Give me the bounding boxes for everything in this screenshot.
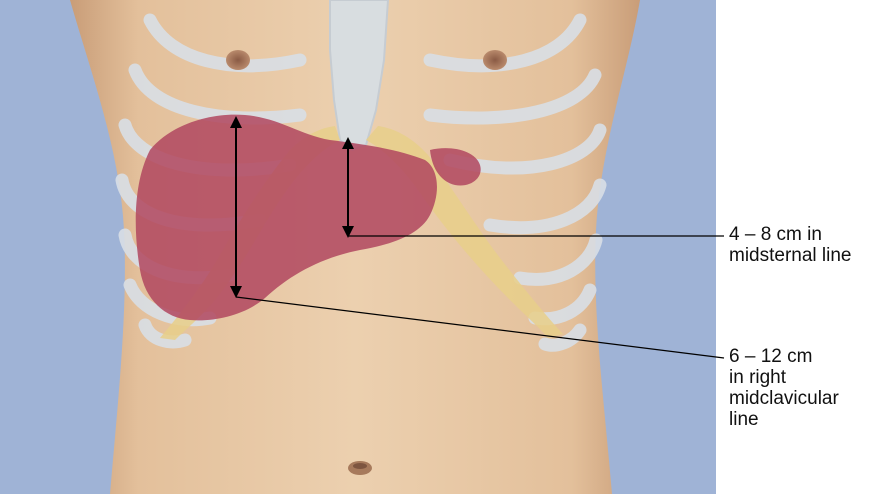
midclavicular-label-line-1: 6 – 12 cm (729, 346, 839, 367)
midclavicular-span-label: 6 – 12 cm in right midclavicular line (729, 346, 839, 430)
midsternal-label-line-1: 4 – 8 cm in (729, 224, 852, 245)
right-nipple (226, 50, 250, 70)
midsternal-span-label: 4 – 8 cm in midsternal line (729, 224, 852, 266)
midclavicular-label-line-3: midclavicular (729, 388, 839, 409)
midclavicular-label-line-4: line (729, 409, 839, 430)
midsternal-label-line-2: midsternal line (729, 245, 852, 266)
left-nipple (483, 50, 507, 70)
midclavicular-label-line-2: in right (729, 367, 839, 388)
